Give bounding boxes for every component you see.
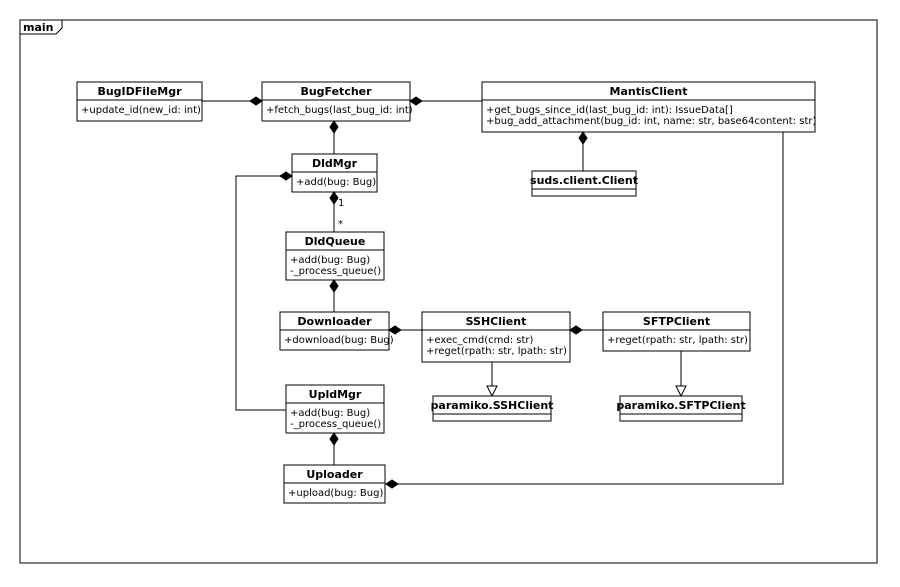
class-boxes: BugIDFileMgr +update_id(new_id: int) BugFe… (76, 81, 816, 504)
diamond-mantis (409, 96, 423, 106)
class-operation: +add(bug: Bug) (296, 177, 376, 188)
class-name: DldMgr (312, 157, 358, 170)
class-downloader: Downloader +download(bug: Bug) (279, 311, 394, 351)
frame-tab (20, 20, 63, 35)
diamond-bugfetcher-dldmgr (329, 120, 339, 134)
class-operation: -_process_queue() (290, 266, 381, 277)
class-name: DldQueue (305, 235, 366, 248)
class-box (285, 231, 385, 281)
class-mantisclient: MantisClient +get_bugs_since_id(last_bug_… (481, 81, 816, 133)
composition-diamonds (249, 96, 588, 489)
class-box (619, 395, 743, 422)
class-paramikossh: paramiko.SSHClient (431, 395, 554, 422)
class-operation: +fetch_bugs(last_bug_id: int) (266, 105, 413, 116)
class-operation: +reget(rpath: str, lpath: str) (607, 335, 748, 346)
class-name: SSHClient (466, 315, 527, 328)
diamond-ssh-sftp (569, 325, 583, 335)
diamond-upldmgr-uploader (329, 432, 339, 446)
arrow-paramiko-sftp (675, 385, 687, 398)
diamond-dldmgr-dldqueue (329, 191, 339, 205)
inheritance-arrows (486, 385, 687, 398)
multiplicity-many: * (338, 219, 343, 230)
connectors (202, 100, 784, 485)
class-box (279, 311, 390, 351)
class-uploader: Uploader +upload(bug: Bug) (283, 464, 386, 504)
class-paramikosftp: paramiko.SFTPClient (616, 395, 746, 422)
class-sftpclient: SFTPClient +reget(rpath: str, lpath: str) (602, 311, 751, 352)
class-box (602, 311, 751, 352)
class-name: BugIDFileMgr (97, 85, 182, 98)
class-name: UpldMgr (309, 388, 362, 401)
class-box (291, 153, 378, 193)
class-dldmgr: DldMgr +add(bug: Bug) (291, 153, 378, 193)
class-operation: +add(bug: Bug) (290, 408, 370, 419)
diamond-uploader-mantis (385, 479, 399, 489)
class-operation: +exec_cmd(cmd: str) (426, 335, 533, 346)
diamond-dldqueue-downloader (329, 279, 339, 293)
diamond-suds (578, 131, 588, 145)
class-name: paramiko.SFTPClient (616, 399, 745, 412)
class-operation: +download(bug: Bug) (284, 335, 394, 346)
class-name: suds.client.Client (530, 174, 638, 187)
class-name: Uploader (306, 468, 363, 481)
edge-upldmgr-dldmgr (235, 175, 292, 411)
class-box (421, 311, 571, 363)
arrow-paramiko-ssh (486, 385, 498, 398)
diamond-bugidfilemgr (249, 96, 263, 106)
class-operation: -_process_queue() (290, 419, 381, 430)
class-operation: +reget(rpath: str, lpath: str) (426, 346, 567, 357)
frame-label: main (23, 21, 54, 34)
edge-mantis-uploader (386, 132, 784, 485)
class-box (261, 81, 411, 122)
class-sshclient: SSHClient +exec_cmd(cmd: str)+reget(rpath… (421, 311, 571, 363)
diamond-downloader-ssh (388, 325, 402, 335)
class-box (432, 395, 552, 422)
diamond-dldmgr-upldmgr (279, 171, 293, 181)
diagram-frame (19, 19, 878, 564)
class-upldmgr: UpldMgr +add(bug: Bug)-_process_queue() (285, 384, 385, 434)
class-name: Downloader (297, 315, 372, 328)
class-box (285, 384, 385, 434)
multiplicity-one: 1 (338, 198, 344, 209)
class-box (76, 81, 203, 122)
class-box (481, 81, 816, 133)
class-box (283, 464, 386, 504)
class-name: BugFetcher (300, 85, 372, 98)
class-name: SFTPClient (643, 315, 710, 328)
class-bugidfilemgr: BugIDFileMgr +update_id(new_id: int) (76, 81, 203, 122)
class-operation: +get_bugs_since_id(last_bug_id: int): Is… (486, 105, 733, 116)
class-name: paramiko.SSHClient (431, 399, 554, 412)
class-box (531, 170, 637, 197)
class-operation: +add(bug: Bug) (290, 255, 370, 266)
class-sudsclient: suds.client.Client (530, 170, 638, 197)
class-operation: +upload(bug: Bug) (288, 488, 383, 499)
class-bugfetcher: BugFetcher +fetch_bugs(last_bug_id: int) (261, 81, 413, 122)
class-operation: +bug_add_attachment(bug_id: int, name: s… (486, 116, 816, 127)
class-dldqueue: DldQueue +add(bug: Bug)-_process_queue() (285, 231, 385, 281)
class-name: MantisClient (610, 85, 688, 98)
class-operation: +update_id(new_id: int) (81, 105, 201, 116)
